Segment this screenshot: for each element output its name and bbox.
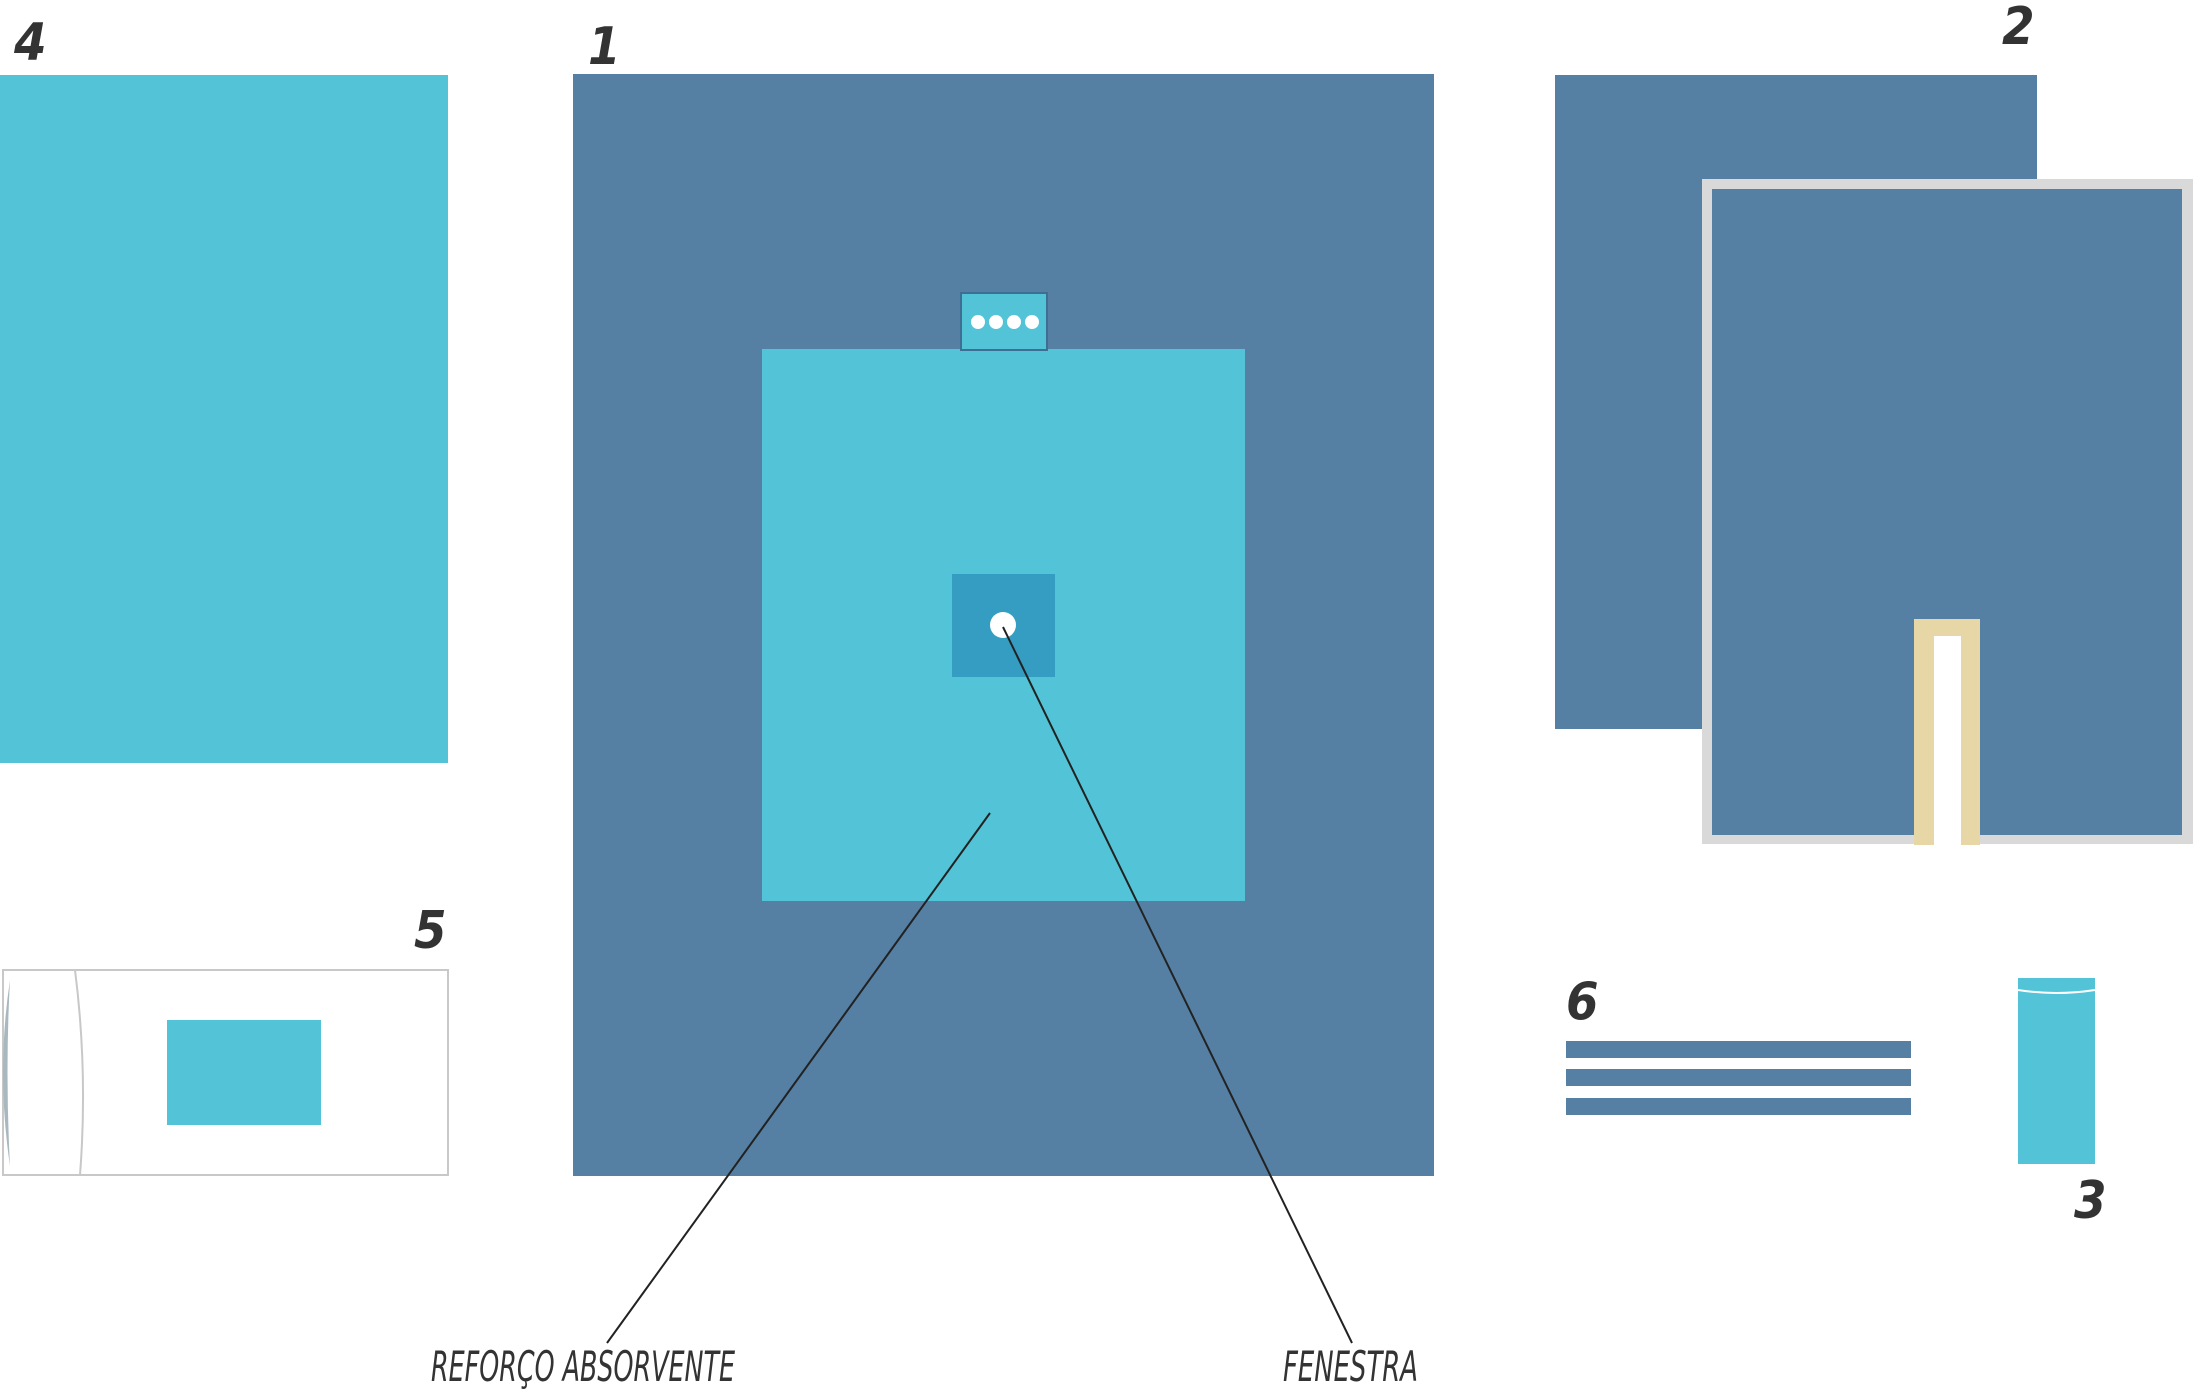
pouch-flap [2, 969, 85, 1176]
strip-2 [1566, 1069, 1911, 1086]
roll-cover-body [2018, 978, 2095, 1164]
callout-label-absorbent: REFORÇO ABSORVENTE [431, 1342, 735, 1391]
strip-3 [1566, 1098, 1911, 1115]
number-label-3: 3 [2074, 1171, 2107, 1231]
number-label-2: 2 [2002, 0, 2035, 57]
roll-cover-rim [2017, 989, 2096, 994]
strip-1 [1566, 1041, 1911, 1058]
fenestra-hole [990, 612, 1016, 638]
callout-line-fenestra [1002, 626, 1353, 1344]
pouch-window [167, 1020, 321, 1125]
number-label-4: 4 [13, 13, 47, 73]
item-1-drape: 1 [573, 17, 1434, 1176]
item-3-roll-cover: 3 [2017, 978, 2107, 1231]
item-5-pouch: 5 [2, 901, 449, 1176]
item-4-sheet: 4 [0, 13, 448, 763]
item-6-strips: 6 [1566, 972, 1911, 1115]
pouch-flap-shadow [3, 980, 10, 1166]
callout-line-absorbent [606, 812, 991, 1344]
tube-holder-holes [971, 315, 1039, 329]
number-label-1: 1 [588, 17, 621, 77]
number-label-6: 6 [1566, 972, 1599, 1032]
sheet-4 [0, 75, 448, 763]
number-label-5: 5 [414, 901, 447, 961]
split-slot [1934, 636, 1961, 845]
item-2-split-drape: 2 [1555, 0, 2193, 845]
callout-label-fenestra: FENESTRA [1283, 1342, 1418, 1391]
